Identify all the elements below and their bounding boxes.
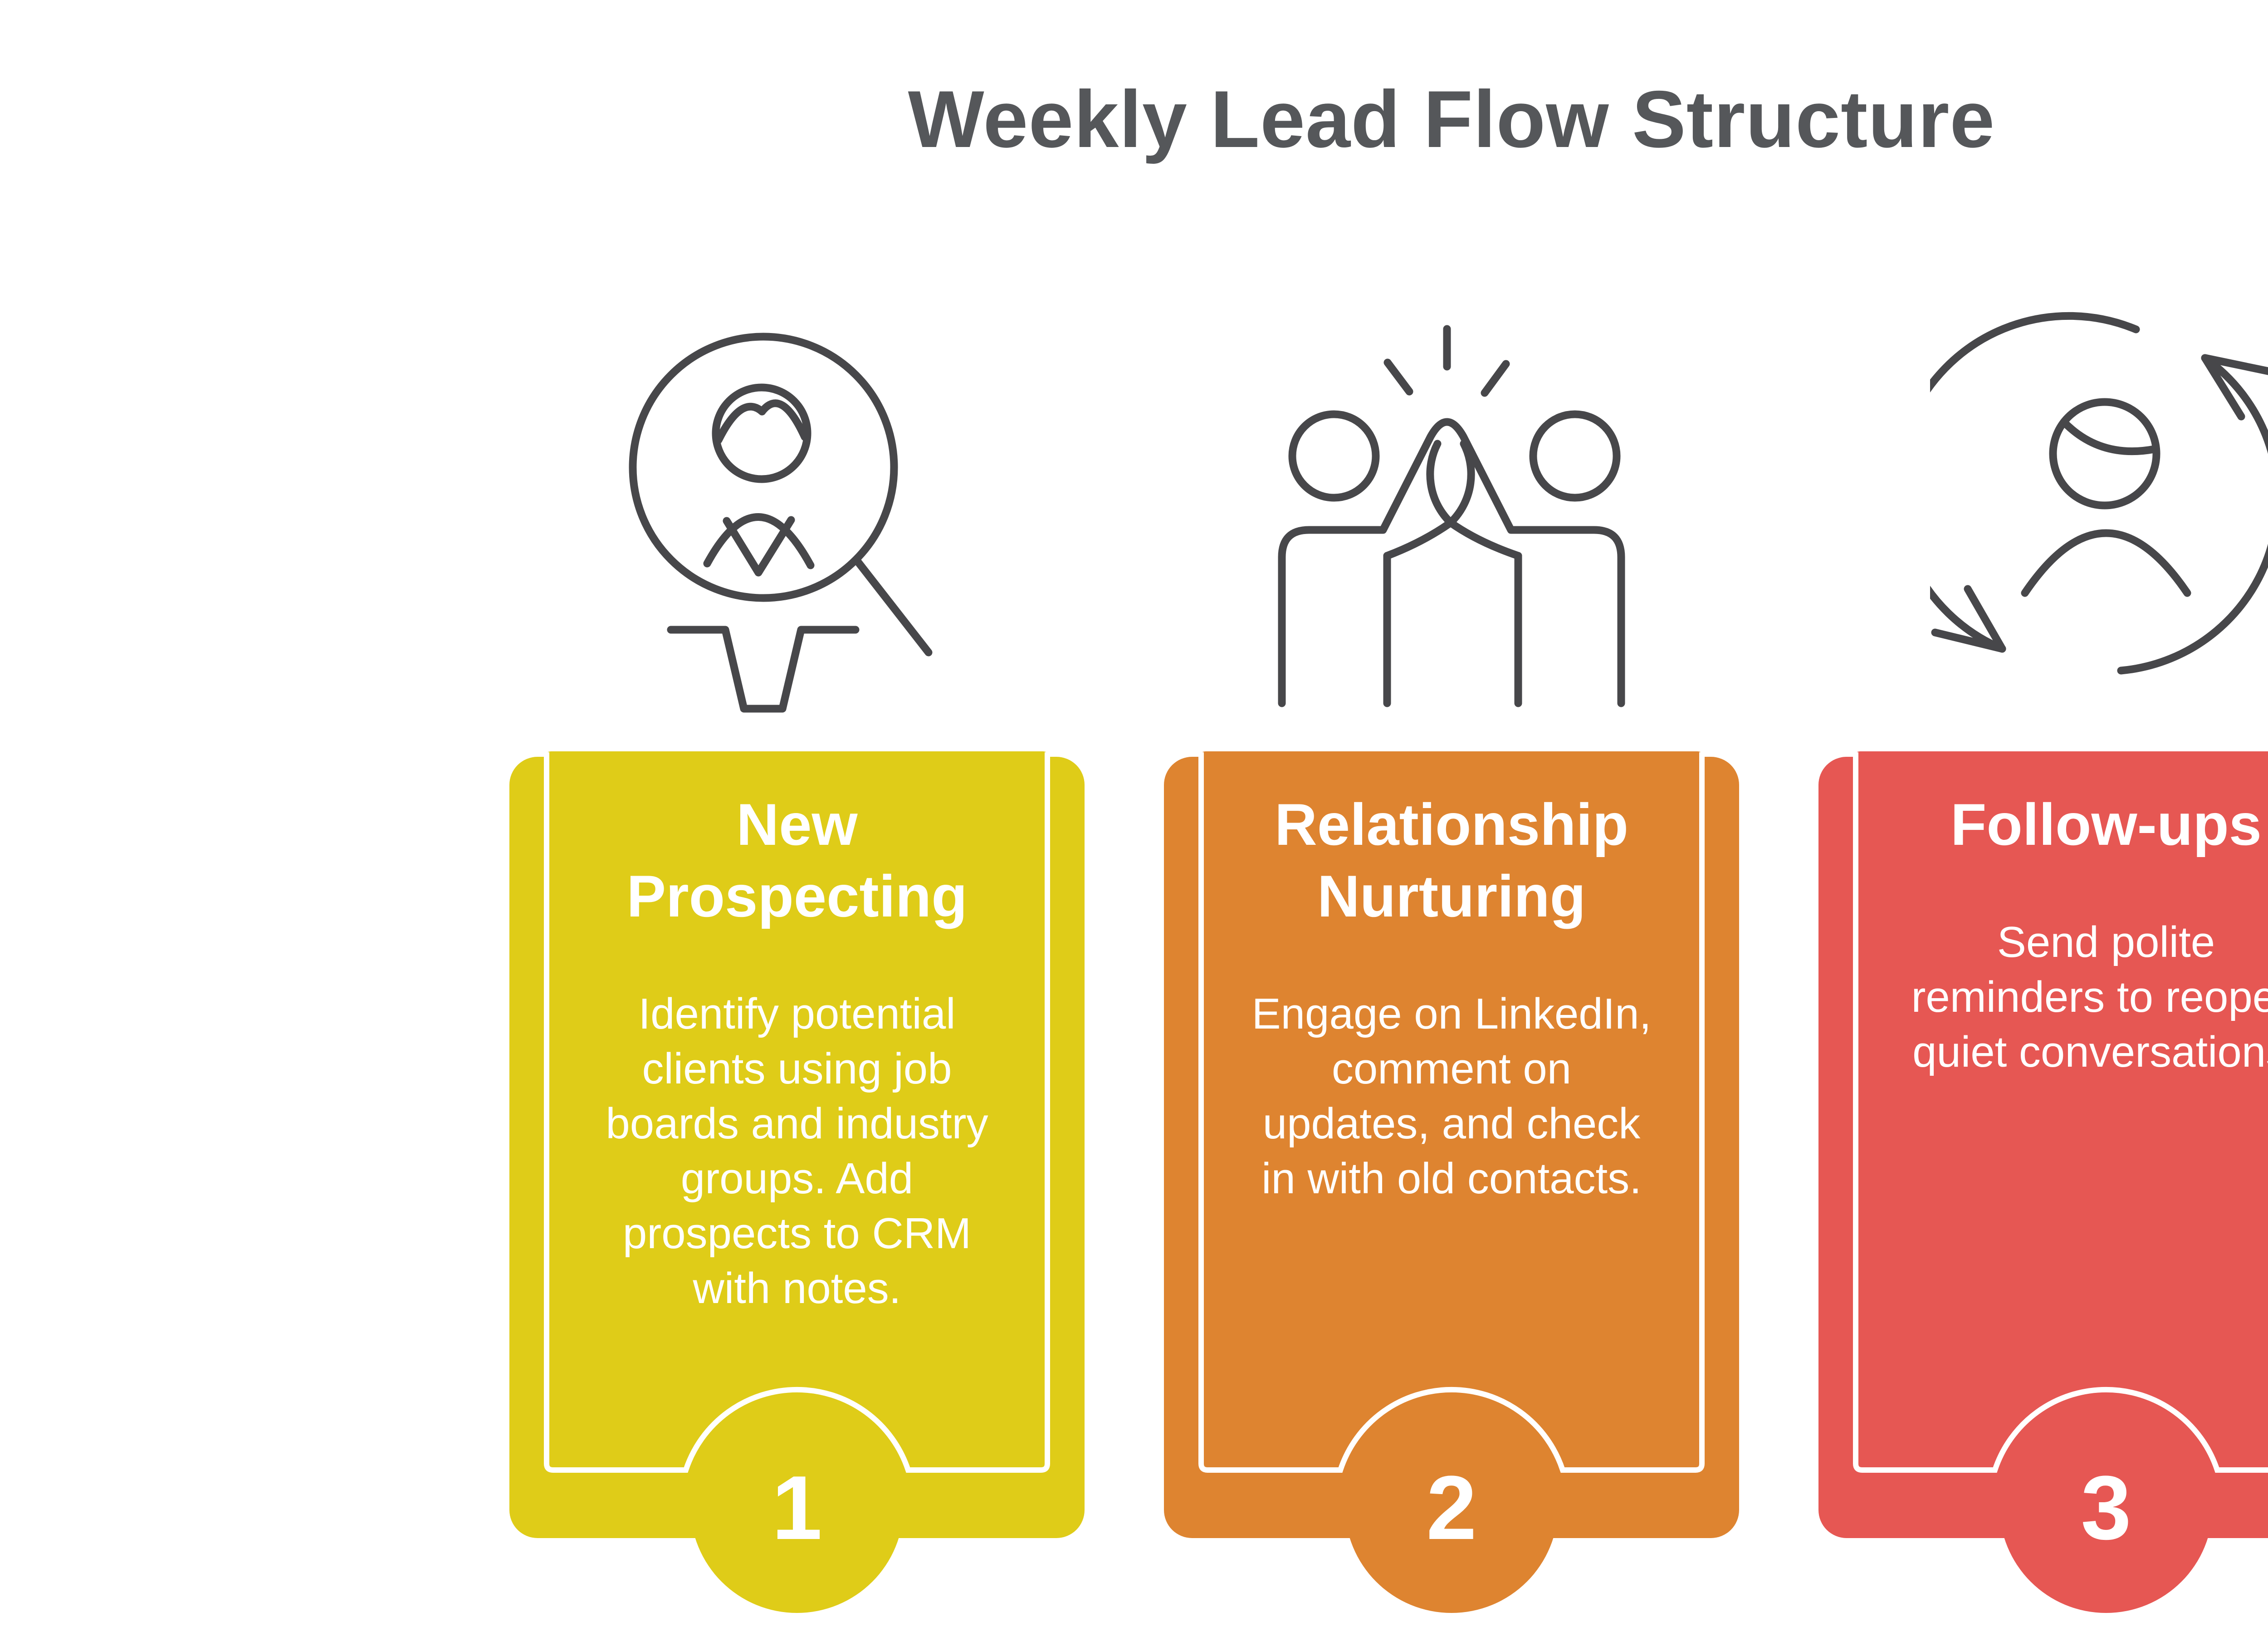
step-card-1: 1 New Prospecting Identify potential cli… — [509, 751, 1085, 1614]
card-tab-top — [544, 751, 1050, 887]
card-inner-border — [1198, 752, 1705, 1473]
step-card-2: 2 Relationship Nurturing Engage on Linke… — [1164, 751, 1739, 1614]
card-inner-border — [544, 752, 1050, 1473]
right-arm-inner — [1447, 440, 1475, 527]
right-chest-line — [1447, 519, 1522, 560]
magnifier-handle — [852, 556, 933, 657]
step-number-circle — [690, 1400, 904, 1613]
card-back — [1818, 757, 2268, 1538]
page-title: Weekly Lead Flow Structure — [908, 74, 1995, 164]
cycle-arrowhead-bottom-left — [1931, 585, 2006, 653]
person-head — [712, 383, 811, 483]
step-number: 1 — [772, 1457, 822, 1558]
cycle-arc-right — [2117, 354, 2268, 675]
person-refresh-icon-strokes — [1930, 312, 2268, 675]
person-search-icon — [629, 333, 933, 713]
step-card-3: 3 Follow-ups Send polite reminders to re… — [1818, 751, 2268, 1614]
card-title: Relationship Nurturing — [1274, 791, 1629, 929]
left-person-head — [1288, 410, 1380, 502]
step-card-3-shape: 3 — [1818, 751, 2268, 1613]
two-bodies-outline — [1278, 418, 1625, 707]
cycle-arc-left — [1930, 312, 2140, 653]
person-hair-right — [758, 399, 809, 441]
card-back — [1164, 757, 1739, 1538]
cycle-arrowhead-top-right — [2201, 354, 2268, 421]
card-tab-top — [1198, 751, 1705, 887]
step-number: 3 — [2081, 1457, 2131, 1558]
card-tab-top — [1853, 751, 2268, 887]
high-five-icon-strokes — [1278, 325, 1625, 707]
burst-line-right — [1481, 360, 1510, 397]
person-collar — [723, 516, 795, 577]
step-card-2-shape: 2 — [1164, 751, 1739, 1613]
card-title: Follow-ups — [1950, 791, 2262, 858]
left-arm-inner — [1426, 440, 1455, 527]
card-text-block: New Prospecting Identify potential clien… — [552, 789, 1041, 1316]
card-description: Identify potential clients using job boa… — [606, 990, 988, 1313]
person-shoulders — [703, 513, 815, 569]
person-hair — [2060, 418, 2158, 456]
step-number-circle — [1999, 1400, 2213, 1613]
left-chest-line — [1383, 519, 1455, 560]
magnifier-lens — [629, 333, 898, 602]
card-text-block: Follow-ups Send polite reminders to reop… — [1862, 789, 2268, 1079]
card-text-block: Relationship Nurturing Engage on LinkedI… — [1207, 789, 1696, 1206]
person-refresh-icon — [1930, 312, 2268, 675]
person-shoulders — [2021, 529, 2191, 597]
card-description: Send polite reminders to reopen quiet co… — [1911, 918, 2268, 1076]
card-description: Engage on LinkedIn, comment on updates, … — [1251, 990, 1652, 1203]
burst-line-left — [1383, 358, 1413, 396]
step-number-circle — [1345, 1400, 1558, 1613]
step-number: 2 — [1426, 1457, 1476, 1558]
card-title: New Prospecting — [626, 791, 968, 929]
card-inner-border — [1853, 752, 2268, 1473]
person-search-icon-strokes — [629, 333, 933, 713]
person-torso — [667, 626, 860, 713]
person-hair-left — [714, 402, 766, 444]
person-head — [2049, 398, 2160, 510]
card-back — [509, 757, 1085, 1538]
high-five-icon — [1278, 325, 1625, 707]
right-person-head — [1529, 410, 1621, 502]
step-card-1-shape: 1 — [509, 751, 1085, 1613]
